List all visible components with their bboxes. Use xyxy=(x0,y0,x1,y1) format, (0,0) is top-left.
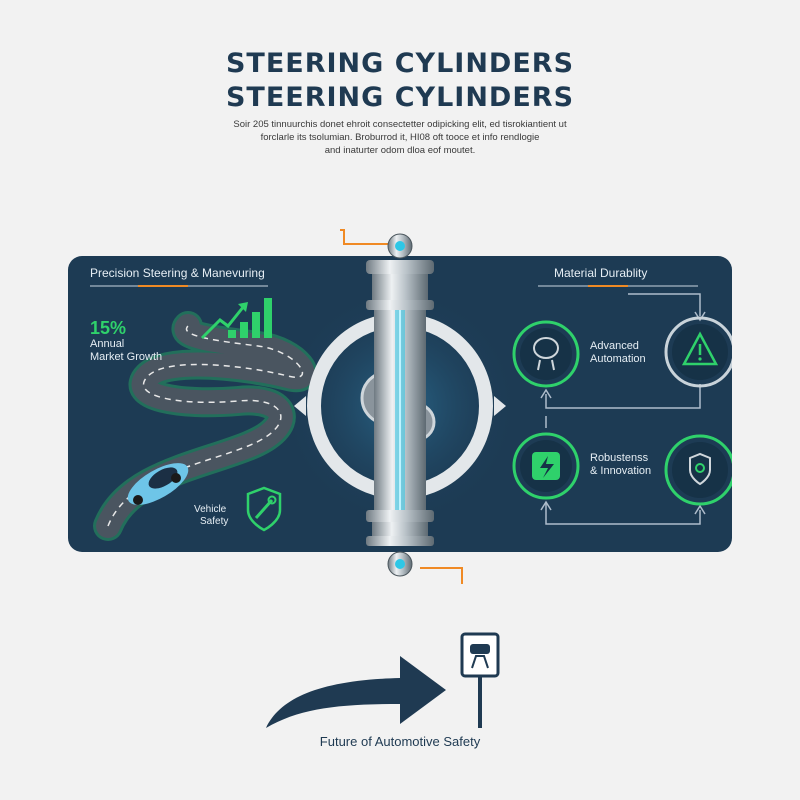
car-icon xyxy=(127,463,189,505)
bottom-leader-line xyxy=(420,567,463,584)
warning-icon xyxy=(664,316,732,388)
item-2-line-1: Robustenss xyxy=(590,452,649,464)
subtitle-line-3: and inaturter odom dloa eof moutet. xyxy=(324,145,476,156)
subtitle-line-2: forclarle its tsolumian. Broburrod it, H… xyxy=(260,132,540,143)
stat-value: 15% xyxy=(90,318,127,338)
item-1-line-1: Advanced xyxy=(590,340,639,352)
top-leader-line xyxy=(340,229,388,245)
stat-label-line-2: Market Growth xyxy=(90,351,163,363)
road-sign-icon xyxy=(460,632,500,728)
lightning-box-icon xyxy=(512,432,580,500)
brain-icon xyxy=(512,320,580,388)
page-title-repeat: STEERING CYLINDERS xyxy=(225,82,575,113)
item-1-line-2: Automation xyxy=(590,353,646,365)
shield-gear-icon xyxy=(664,434,732,506)
safety-label-line-2: Safety xyxy=(200,516,229,527)
footer-label: Future of Automotive Safety xyxy=(319,734,481,749)
stat-label-line-1: Annual xyxy=(90,338,125,350)
footer-graphic xyxy=(266,632,500,728)
winding-road xyxy=(93,311,318,541)
left-heading: Precision Steering & Manevuring xyxy=(90,266,265,280)
line-chart-arrow-icon xyxy=(200,298,272,340)
item-2-line-2: & Innovation xyxy=(590,465,652,477)
safety-label-line-1: Vehicle xyxy=(194,504,227,515)
steering-cylinder xyxy=(340,229,463,584)
wrench-shield-icon xyxy=(246,486,282,532)
subtitle-line-1: Soir 205 tinnuurchis donet ehroit consec… xyxy=(233,119,567,130)
right-heading: Material Durablity xyxy=(554,266,648,280)
page-title: STEERING CYLINDERS xyxy=(225,48,575,79)
arrow-right-icon xyxy=(266,656,446,728)
